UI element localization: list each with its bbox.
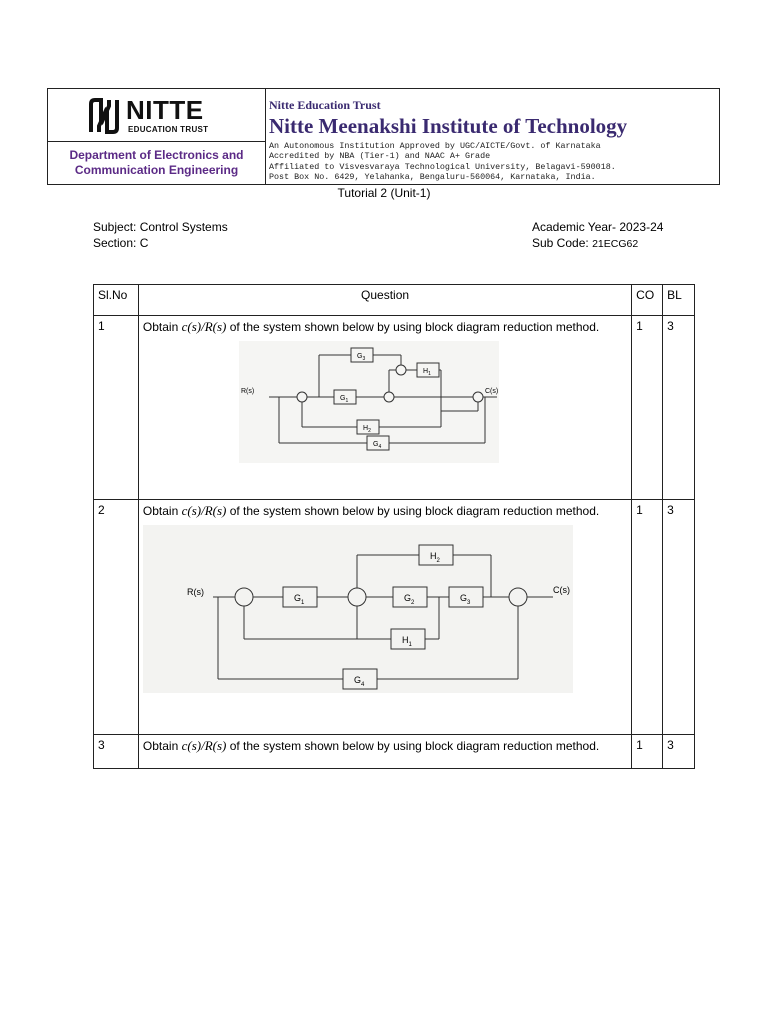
institute-name: Nitte Meenakshi Institute of Technology [269, 114, 628, 138]
diagram-input-label: R(s) [187, 587, 204, 597]
transfer-function-math: c(s)/R(s) [181, 503, 227, 518]
block-label: G4 [373, 441, 381, 450]
department-name: Department of Electronics and Communicat… [48, 142, 266, 184]
question-text-post: of the system shown below by using block… [226, 504, 600, 518]
address-line: Affiliated to Visvesvaraya Technological… [269, 161, 616, 172]
diagram-output-label: C(s) [553, 585, 570, 595]
block-label: G3 [357, 353, 365, 362]
nitte-logo-icon [89, 98, 119, 134]
sub-code-value: 21ECG62 [592, 238, 639, 250]
question-text-post: of the system shown below by using block… [226, 739, 600, 753]
sub-code: Sub Code: 21ECG62 [532, 236, 638, 250]
table-row: 1 Obtain c(s)/R(s) of the system shown b… [93, 315, 695, 500]
row-bl: 3 [662, 315, 695, 500]
header-slno: Sl.No [93, 284, 139, 316]
block-label: H2 [430, 551, 441, 564]
row-bl: 3 [662, 734, 695, 769]
transfer-function-math: c(s)/R(s) [181, 738, 227, 753]
block-label: H2 [363, 425, 371, 434]
row-bl: 3 [662, 499, 695, 735]
table-header-row: Sl.No Question CO BL [93, 284, 695, 316]
question-text-pre: Obtain [142, 739, 182, 753]
logo-subtitle: EDUCATION TRUST [128, 125, 209, 134]
row-slno: 3 [93, 734, 139, 769]
logo-cell: NITTE EDUCATION TRUST [48, 89, 266, 142]
row-co: 1 [631, 315, 664, 500]
question-text-post: of the system shown below by using block… [226, 320, 600, 334]
header-co: CO [631, 284, 664, 316]
block-label: G1 [340, 395, 348, 404]
academic-year-label: Academic Year- 2023-24 [532, 220, 664, 234]
table-row: 2 Obtain c(s)/R(s) of the system shown b… [93, 499, 695, 735]
row-question: Obtain c(s)/R(s) of the system shown bel… [137, 315, 633, 500]
institution-header: NITTE EDUCATION TRUST Department of Elec… [47, 88, 720, 185]
institute-address: An Autonomous Institution Approved by UG… [269, 141, 616, 183]
trust-name: Nitte Education Trust [269, 98, 381, 112]
block-label: G3 [460, 593, 471, 606]
sub-code-label: Sub Code: [532, 236, 589, 250]
block-label: G4 [354, 675, 365, 688]
row-co: 1 [631, 734, 664, 769]
address-line: An Autonomous Institution Approved by UG… [269, 141, 601, 151]
block-diagram-2: R(s) C(s) G1 G2 G3 H2 H1 G4 [142, 525, 627, 693]
block-label: H1 [423, 368, 431, 377]
row-question: Obtain c(s)/R(s) of the system shown bel… [137, 734, 633, 769]
logo-wordmark: NITTE [126, 95, 204, 125]
question-text-pre: Obtain [142, 320, 182, 334]
address-line: Accredited by NBA (Tier-1) and NAAC A+ G… [269, 151, 491, 162]
subject-label: Subject: Control Systems [93, 220, 228, 234]
address-line: Post Box No. 6429, Yelahanka, Bengaluru-… [269, 172, 596, 183]
block-label: G2 [404, 593, 415, 606]
row-slno: 2 [93, 499, 139, 735]
block-label: H1 [402, 635, 413, 648]
question-text-pre: Obtain [142, 504, 182, 518]
row-slno: 1 [93, 315, 139, 500]
table-row: 3 Obtain c(s)/R(s) of the system shown b… [93, 734, 695, 769]
block-diagram-1: R(s) C(s) G1 G3 H1 H2 G4 [143, 341, 627, 463]
row-co: 1 [631, 499, 664, 735]
transfer-function-math: c(s)/R(s) [181, 319, 227, 334]
header-bl: BL [662, 284, 695, 316]
diagram-output-label: C(s) [485, 388, 498, 395]
tutorial-title: Tutorial 2 (Unit-1) [337, 186, 431, 200]
row-question: Obtain c(s)/R(s) of the system shown bel… [137, 499, 633, 735]
block-label: G1 [294, 593, 305, 606]
questions-table: Sl.No Question CO BL 1 Obtain c(s)/R(s) … [93, 284, 695, 769]
section-label: Section: C [93, 236, 149, 250]
diagram-input-label: R(s) [241, 388, 254, 395]
header-question: Question [137, 284, 633, 316]
